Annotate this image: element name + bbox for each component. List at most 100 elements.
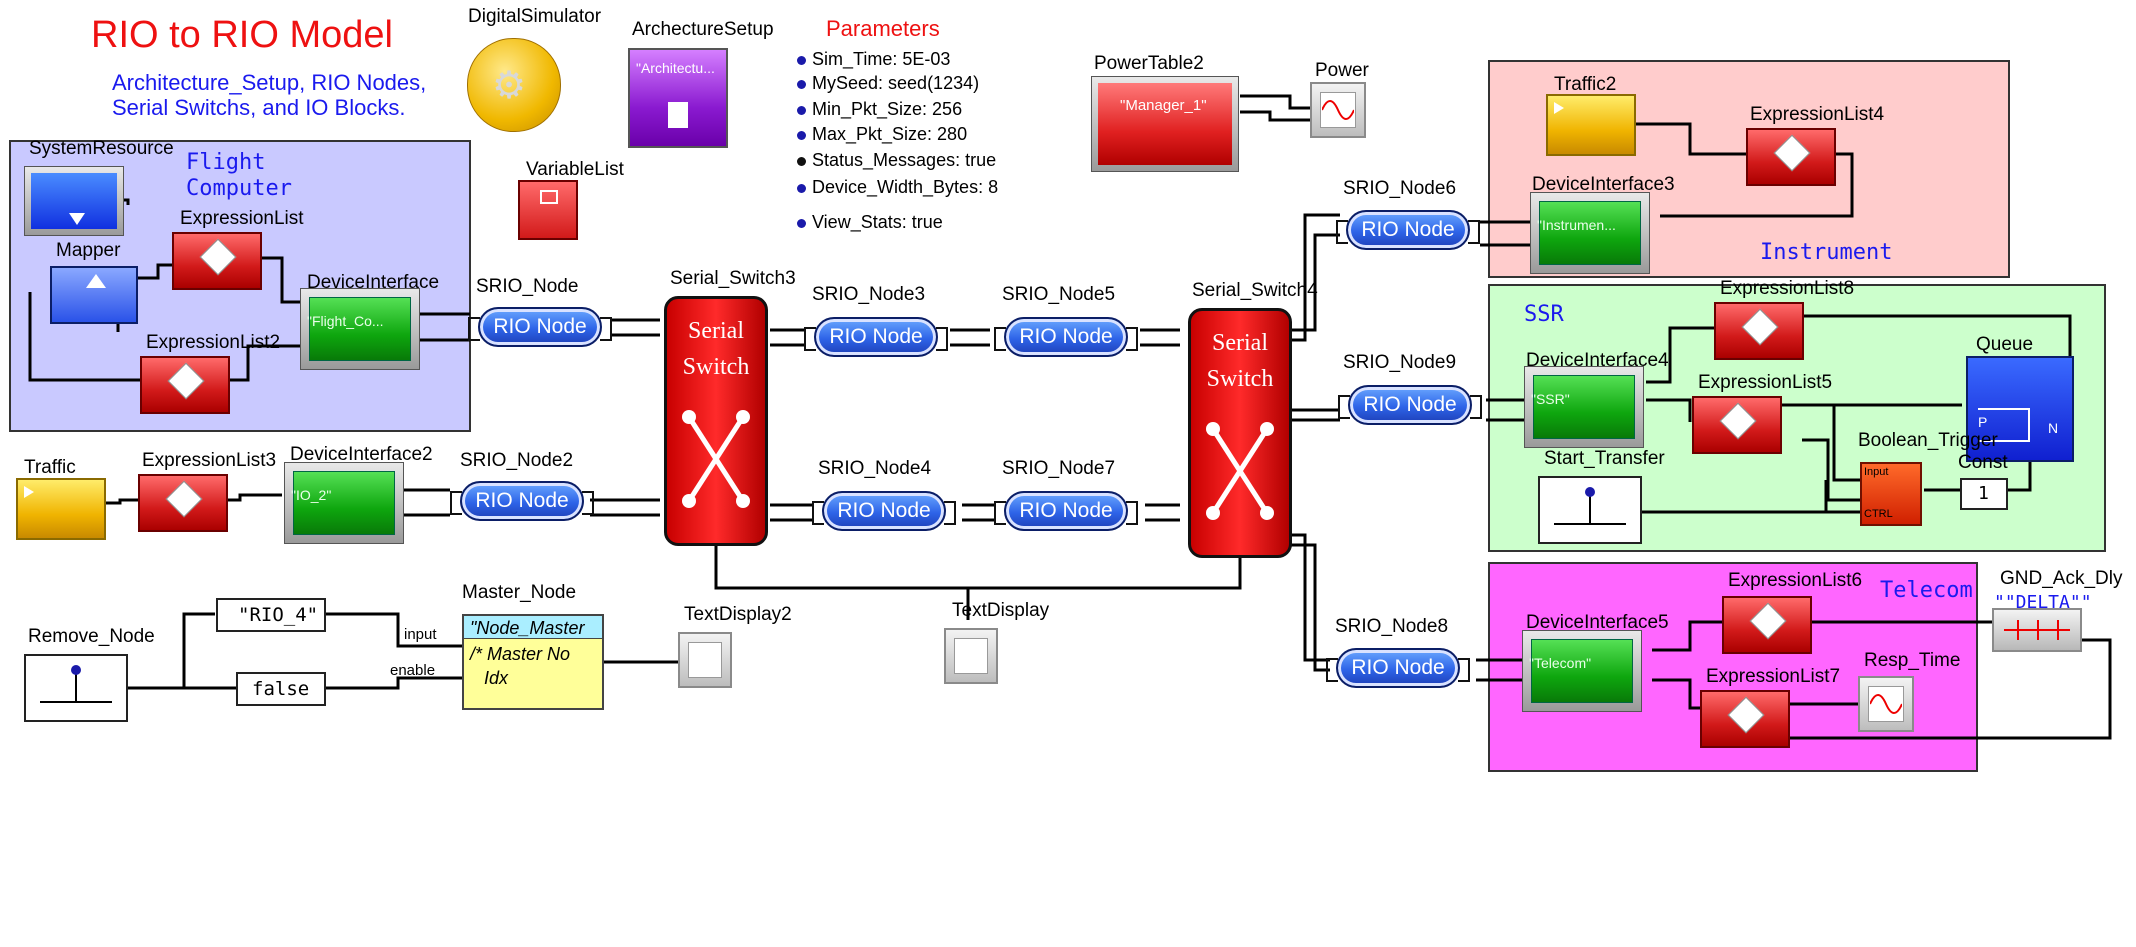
text-display2-block[interactable] [678,632,732,688]
archecture-setup-block[interactable]: "Architectu... [628,48,728,148]
port-left [468,317,480,341]
port-left [994,501,1006,525]
false-constant[interactable]: false [236,672,326,706]
power-plot[interactable] [1310,82,1366,138]
expression-list2-label: ExpressionList2 [146,332,281,353]
bullet-icon [797,105,806,115]
queue-label: Queue [1976,334,2034,355]
srio-node2-block[interactable]: RIO Node [450,477,594,525]
start-transfer-control[interactable] [1538,476,1642,544]
param-min-pkt: Min_Pkt_Size: 256 [797,99,962,120]
device-interface5-block[interactable]: "Telecom" [1522,630,1642,712]
port-right [1470,395,1482,419]
variable-list-block[interactable] [518,180,578,240]
device-interface-block[interactable]: "Flight_Co... [300,288,420,370]
device-interface2-block[interactable]: "IO_2" [284,462,404,544]
expression-list8-block[interactable] [1714,302,1804,360]
port-left [804,327,816,351]
device-interface5-inner: "Telecom" [1529,655,1592,671]
cross-icon [1206,422,1274,520]
gnd-ack-value: ""DELTA"" [1994,592,2092,613]
srio-node3-block[interactable]: RIO Node [804,313,948,361]
queue-block[interactable]: P N [1966,356,2074,462]
sine-wave-icon [1870,694,1902,714]
port-left [812,501,824,525]
srio-node5-block[interactable]: RIO Node [994,313,1138,361]
diamond-icon [1741,308,1779,346]
expression-list5-label: ExpressionList5 [1698,372,1833,393]
srio-node7-block[interactable]: RIO Node [994,487,1138,535]
port-left [1338,395,1350,419]
rio4-constant-value: "RIO_4" [238,604,319,626]
boolean-trigger-block[interactable]: Input CTRL [1860,462,1922,526]
srio-node7-label: SRIO_Node7 [1002,458,1116,479]
traffic-block[interactable] [16,478,106,540]
rio4-constant[interactable]: "RIO_4" [216,598,326,632]
mapper-block[interactable] [50,266,138,324]
device-interface4-label: DeviceInterface4 [1526,350,1669,371]
port-right [1126,501,1138,525]
expression-list4-block[interactable] [1746,128,1836,186]
queue-n-label: N [2048,420,2059,436]
srio-node9-block[interactable]: RIO Node [1338,381,1482,429]
input-port-label: input [404,626,437,643]
device-interface3-block[interactable]: "Instrumen... [1530,192,1650,274]
system-resource-block[interactable] [24,166,124,236]
remove-node-control[interactable] [24,654,128,722]
traffic2-block[interactable] [1546,94,1636,156]
device-interface-label: DeviceInterface [307,272,440,293]
port-right [936,327,948,351]
text-display-label: TextDisplay [952,600,1050,621]
gnd-ack-block[interactable] [1992,608,2082,652]
const-block[interactable]: 1 [1960,478,2008,510]
resp-time-plot[interactable] [1858,676,1914,732]
diamond-icon [165,480,203,518]
resp-time-label: Resp_Time [1864,650,1961,671]
gnd-ack-label: GND_Ack_Dly [2000,568,2123,589]
device-interface5-fill [1531,639,1633,703]
param-max-pkt: Max_Pkt_Size: 280 [797,124,967,145]
srio-node6-block[interactable]: RIO Node [1336,206,1480,254]
diamond-icon [1749,602,1787,640]
srio-node5-label: SRIO_Node5 [1002,284,1116,305]
expression-list6-block[interactable] [1722,596,1812,654]
device-interface2-inner: "IO_2" [291,487,332,503]
expression-list5-block[interactable] [1692,396,1782,454]
archecture-setup-inner: "Architectu... [636,60,715,76]
srio-node-block[interactable]: RIO Node [468,303,612,351]
instrument-region-label: Instrument [1760,240,1893,265]
srio-node4-block[interactable]: RIO Node [812,487,956,535]
expression-list8-label: ExpressionList8 [1720,278,1855,299]
device-interface4-block[interactable]: "SSR" [1524,366,1644,448]
digital-simulator-label: DigitalSimulator [468,6,602,27]
rio-node-text: RIO Node [493,315,587,338]
srio-node8-block[interactable]: RIO Node [1326,644,1470,692]
list-icon [540,190,558,204]
text-display2-screen [688,642,722,678]
rio-body [822,491,946,531]
text-display-block[interactable] [944,628,998,684]
digital-simulator-gear-icon[interactable]: ⚙ [467,38,561,132]
expression-list7-block[interactable] [1700,690,1790,748]
telecom-region-label: Telecom [1880,578,1973,603]
expression-list6-label: ExpressionList6 [1728,570,1863,591]
srio-node9-label: SRIO_Node9 [1343,352,1457,373]
master-node-block[interactable]: "Node_Master /* Master No Idx [462,614,604,710]
flight-computer-label-line2: Computer [186,176,292,201]
play-icon [24,486,34,498]
rio-node-text: RIO Node [1351,656,1445,679]
expression-list3-block[interactable] [138,474,228,532]
power-table-block[interactable]: "Manager_1" [1091,76,1239,172]
rio-node-text: RIO Node [475,489,569,512]
port-left [1336,220,1348,244]
expression-list2-block[interactable] [140,356,230,414]
srio-node-label: SRIO_Node [476,276,579,297]
master-node-line2: Idx [484,668,509,688]
master-node-line1: /* Master No [470,644,571,664]
port-right [582,491,594,515]
expression-list-block[interactable] [172,232,262,290]
device-interface-fill [309,297,411,361]
